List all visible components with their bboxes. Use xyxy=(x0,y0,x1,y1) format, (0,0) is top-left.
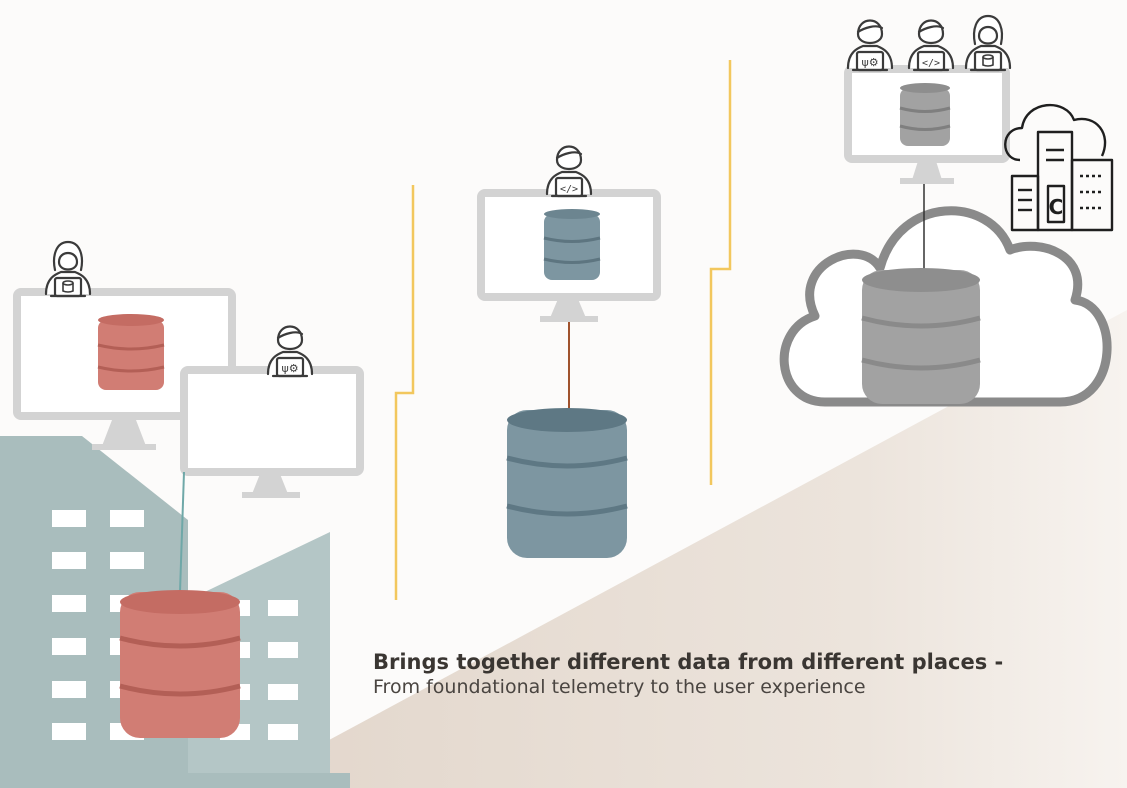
dba-user-icon xyxy=(964,14,1012,72)
database-icon xyxy=(899,83,951,146)
monitor-dba xyxy=(13,288,236,450)
database-cloud xyxy=(861,268,981,404)
dba-user-icon xyxy=(44,240,92,298)
cloud-datacenter-icon xyxy=(1004,104,1114,232)
database-icon xyxy=(97,314,165,390)
caption-subline: From foundational telemetry to the user … xyxy=(373,676,866,699)
ground-ramp xyxy=(240,310,1127,788)
developer-user-icon: </> xyxy=(545,145,593,198)
database-on-premises xyxy=(119,590,241,738)
caption: Brings together different data from diff… xyxy=(373,650,1127,699)
svg-text:ψ⚙: ψ⚙ xyxy=(861,56,878,69)
monitor-ops xyxy=(180,366,364,498)
connector-line xyxy=(179,471,185,593)
database-single-server xyxy=(506,408,628,558)
monitor-developer xyxy=(477,189,661,322)
monitor-team xyxy=(844,65,1010,184)
ops-user-icon: ψ⚙ xyxy=(846,19,894,72)
step-lines xyxy=(394,60,732,600)
svg-text:</>: </> xyxy=(560,184,578,195)
caption-headline: Brings together different data from diff… xyxy=(373,650,1004,674)
database-icon xyxy=(543,209,601,280)
developer-user-icon: </> xyxy=(907,19,955,72)
cloud-datacenter-letter: C xyxy=(1049,195,1064,219)
svg-text:</>: </> xyxy=(922,58,940,69)
ops-user-icon: ψ⚙ xyxy=(266,325,314,378)
svg-text:ψ⚙: ψ⚙ xyxy=(281,362,298,375)
